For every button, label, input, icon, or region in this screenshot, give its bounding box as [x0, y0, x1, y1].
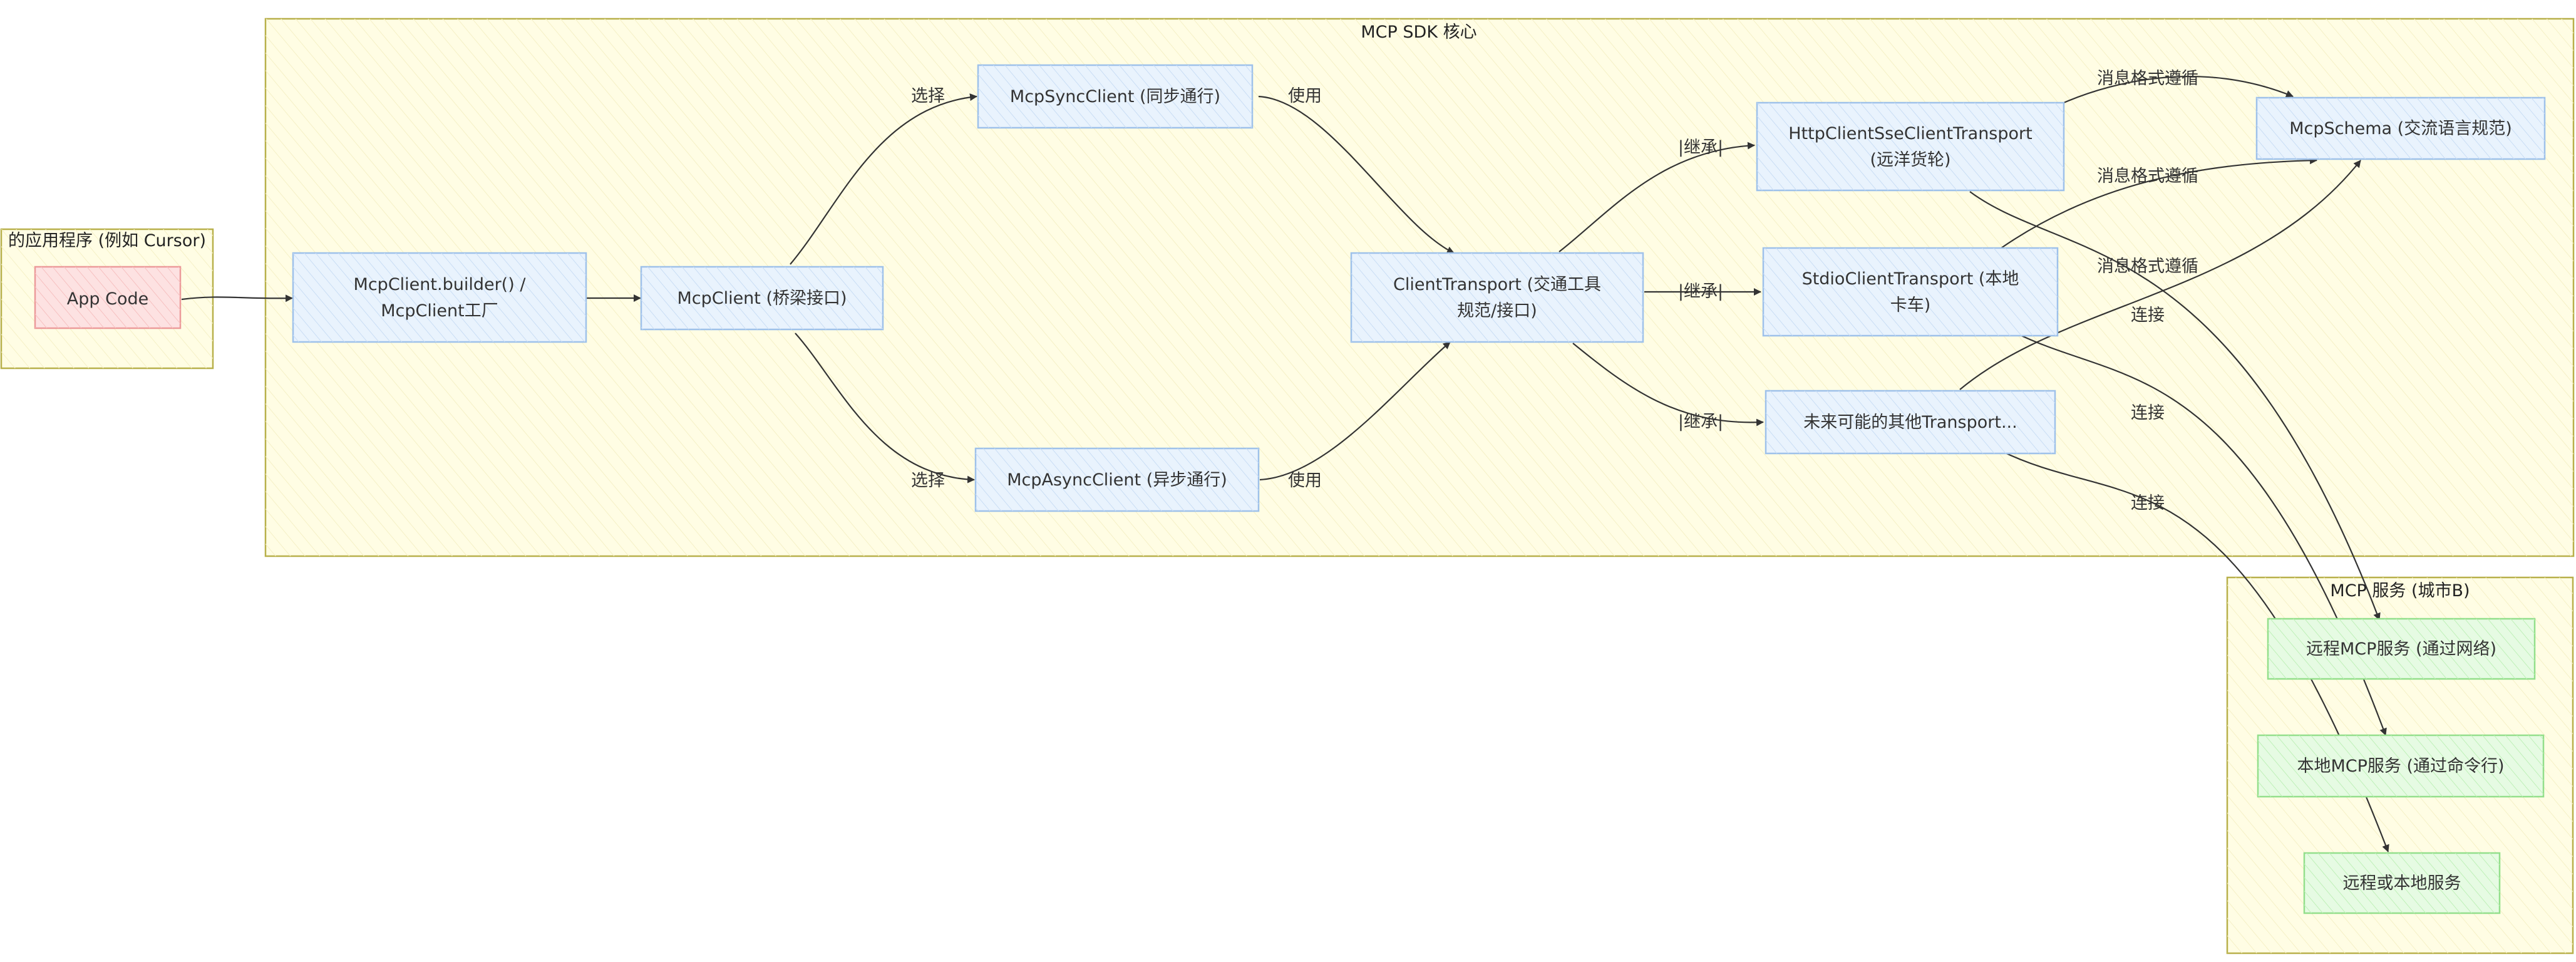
node-builder-hatch [293, 253, 586, 342]
node-remote-or-local-line-0: 远程或本地服务 [2343, 874, 2461, 893]
edge-http-remote [1969, 191, 2381, 621]
node-remote-service[interactable]: 远程MCP服务 (通过网络) [2267, 618, 2536, 680]
node-remote-or-local[interactable]: 远程或本地服务 [2303, 852, 2501, 914]
edge-stdio-local [2016, 333, 2387, 736]
group-app-title: 的应用程序 (例如 Cursor) [8, 231, 206, 251]
edge-label-use-async: 使用 [1288, 471, 1322, 490]
node-async-client-hatch [976, 448, 1259, 511]
node-client-transport-hatch [1351, 253, 1643, 342]
node-builder-line-0: McpClient.builder() / [354, 275, 527, 294]
edge-mcpclient-sync [790, 93, 977, 265]
node-client-transport[interactable]: ClientTransport (交通工具 规范/接口) [1350, 252, 1644, 343]
node-app-code[interactable]: App Code [34, 266, 182, 329]
edge-transport-http [1558, 142, 1755, 252]
node-client-transport-line-0: ClientTransport (交通工具 [1393, 275, 1601, 294]
edge-label-msg-stdio: 消息格式遵循 [2097, 167, 2198, 186]
node-http-transport-hatch [1757, 103, 2064, 190]
edge-async-transport [1259, 341, 1451, 481]
edge-stdio-schema [2001, 157, 2317, 249]
nodes: App Code McpClient.builder() / McpClient… [34, 64, 2546, 914]
node-schema-line-0: McpSchema (交流语言规范) [2289, 119, 2512, 138]
edge-http-schema [2063, 75, 2294, 104]
edge-future-schema [1959, 160, 2361, 390]
node-remote-service-line-0: 远程MCP服务 (通过网络) [2306, 639, 2496, 659]
node-http-transport[interactable]: HttpClientSseClientTransport (远洋货轮) [1756, 101, 2065, 192]
node-local-service-hatch [2258, 735, 2543, 797]
edge-appcode-builder [181, 294, 293, 303]
node-sync-client-line-0: McpSyncClient (同步通行) [1010, 87, 1220, 106]
node-stdio-transport-hatch [1763, 248, 2058, 336]
node-async-client-line-0: McpAsyncClient (异步通行) [1007, 470, 1227, 490]
node-mcp-client-hatch [641, 267, 883, 329]
node-stdio-transport-line-1: 卡车) [1890, 296, 1931, 315]
node-app-code-hatch [35, 267, 180, 328]
edge-label-use-sync: 使用 [1288, 86, 1322, 106]
edge-label-inherit-future: |继承| [1678, 412, 1723, 432]
edge-label-connect-future: 连接 [2131, 494, 2165, 513]
node-http-transport-line-0: HttpClientSseClientTransport [1788, 124, 2032, 143]
node-stdio-transport[interactable]: StdioClientTransport (本地 卡车) [1762, 247, 2059, 337]
node-stdio-transport-line-0: StdioClientTransport (本地 [1802, 269, 2019, 289]
group-sdk-title: MCP SDK 核心 [1361, 23, 1476, 42]
edge-transport-future [1572, 343, 1764, 427]
edge-future-remoteorlocal [2001, 450, 2389, 852]
node-builder-line-1: McpClient工厂 [381, 301, 498, 321]
node-local-service[interactable]: 本地MCP服务 (通过命令行) [2257, 734, 2545, 798]
node-future-transport-line-0: 未来可能的其他Transport... [1803, 413, 2017, 432]
edge-label-msg-http: 消息格式遵循 [2097, 69, 2198, 88]
edge-labels: 选择 选择 使用 使用 |继承| |继承| |继承| 消息格式遵循 消息格式遵循… [911, 69, 2198, 513]
edge-label-select-sync: 选择 [911, 86, 945, 106]
node-remote-or-local-hatch [2304, 853, 2500, 913]
edge-label-connect-stdio: 连接 [2131, 403, 2165, 423]
node-future-transport-hatch [1766, 391, 2055, 453]
node-builder[interactable]: McpClient.builder() / McpClient工厂 [292, 252, 587, 343]
edge-mcpclient-async [795, 333, 975, 484]
edge-label-inherit-stdio: |继承| [1678, 282, 1723, 301]
node-sync-client-hatch [978, 65, 1252, 128]
node-local-service-line-0: 本地MCP服务 (通过命令行) [2297, 757, 2504, 776]
node-schema-hatch [2257, 98, 2545, 159]
node-mcp-client-line-0: McpClient (桥梁接口) [677, 289, 847, 308]
edge-label-connect-http: 连接 [2131, 306, 2165, 325]
edge-sync-transport [1258, 95, 1455, 254]
edges [181, 75, 2389, 852]
node-http-transport-line-1: (远洋货轮) [1870, 150, 1950, 170]
edge-label-select-async: 选择 [911, 471, 945, 490]
node-schema[interactable]: McpSchema (交流语言规范) [2255, 96, 2546, 160]
edge-label-msg-future: 消息格式遵循 [2097, 257, 2198, 276]
group-server-title: MCP 服务 (城市B) [2330, 581, 2470, 601]
node-client-transport-line-1: 规范/接口) [1457, 301, 1537, 321]
node-mcp-client[interactable]: McpClient (桥梁接口) [640, 266, 884, 331]
node-future-transport[interactable]: 未来可能的其他Transport... [1765, 390, 2056, 455]
node-sync-client[interactable]: McpSyncClient (同步通行) [977, 64, 1254, 129]
node-async-client[interactable]: McpAsyncClient (异步通行) [974, 447, 1260, 512]
node-remote-service-hatch [2268, 619, 2535, 679]
node-app-code-line-0: App Code [67, 289, 148, 309]
edge-label-inherit-http: |继承| [1678, 138, 1723, 157]
